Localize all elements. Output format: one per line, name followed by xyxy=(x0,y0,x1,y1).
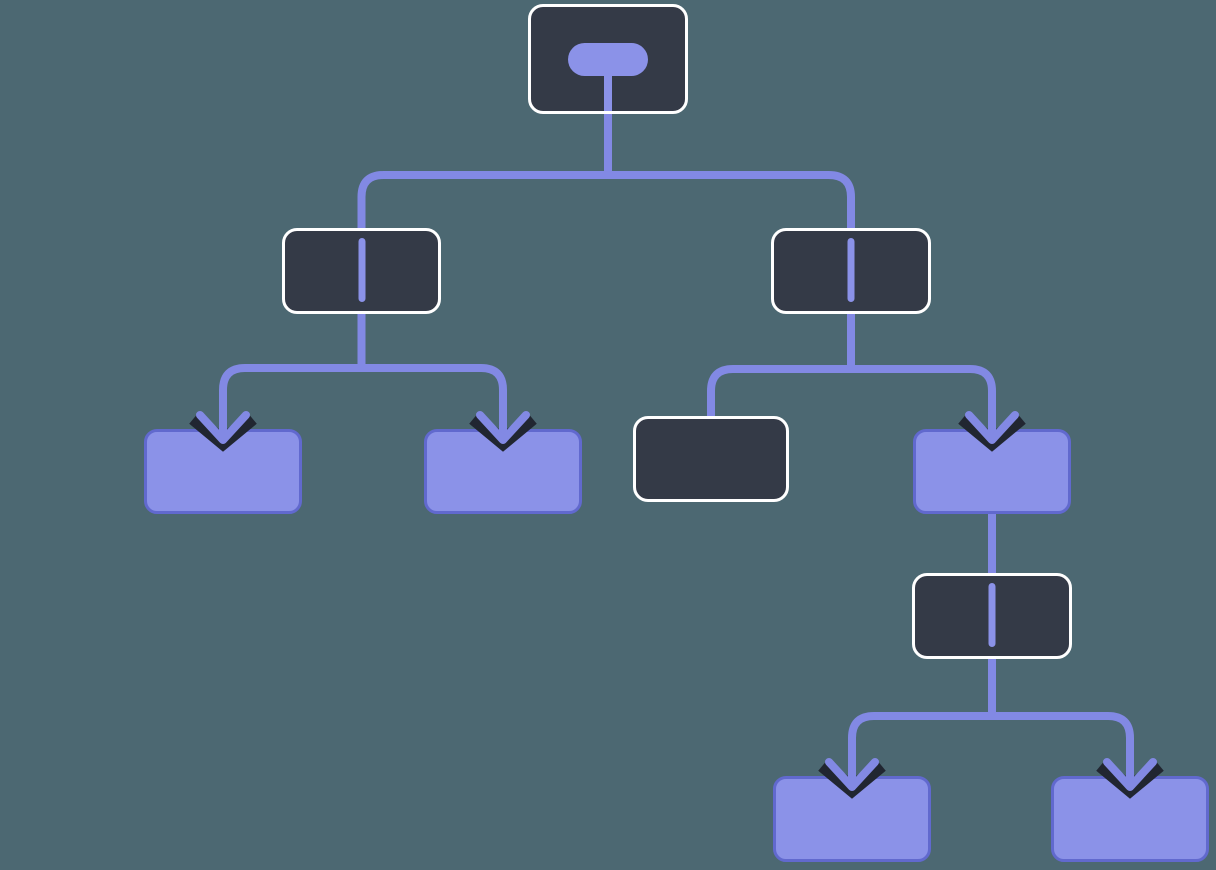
branch-node-left[interactable] xyxy=(282,228,441,314)
action-node-2[interactable] xyxy=(424,429,582,514)
action-node-4[interactable] xyxy=(773,776,931,862)
action-node-5[interactable] xyxy=(1051,776,1209,862)
step-node[interactable] xyxy=(633,416,789,502)
action-node-1[interactable] xyxy=(144,429,302,514)
branch-node-right[interactable] xyxy=(771,228,931,314)
divider-bar-icon xyxy=(358,238,365,302)
pill-icon xyxy=(568,43,648,76)
pill-stem xyxy=(604,73,612,111)
trigger-node[interactable] xyxy=(528,4,688,114)
divider-bar-icon xyxy=(988,583,996,647)
branch-node-bottom[interactable] xyxy=(912,573,1072,659)
action-node-3[interactable] xyxy=(913,429,1071,514)
divider-bar-icon xyxy=(847,238,855,302)
